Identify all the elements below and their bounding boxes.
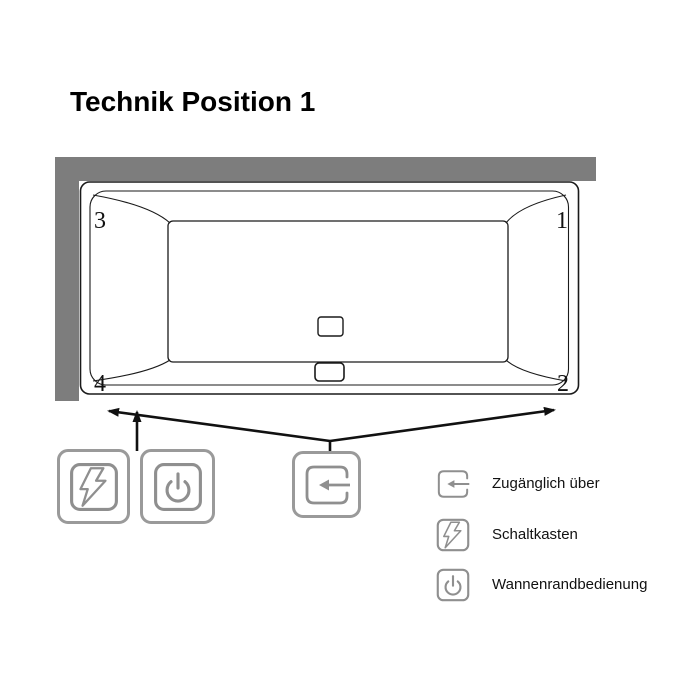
lightning-icon — [436, 518, 470, 552]
access-card — [292, 451, 361, 518]
drain — [317, 316, 344, 337]
legend-label: Schaltkasten — [492, 526, 578, 543]
bathtub — [79, 181, 580, 395]
page-title: Technik Position 1 — [70, 86, 316, 117]
arrow-to-corner-2 — [329, 406, 556, 443]
access-icon — [303, 461, 351, 509]
corner-number-top-left: 3 — [94, 208, 106, 234]
corner-number-bottom-left: 4 — [94, 371, 106, 397]
legend-item-access: Zugänglich über — [436, 466, 600, 501]
corner-number-top-right: 1 — [556, 208, 568, 234]
legend-label: Wannenrandbedienung — [492, 576, 648, 593]
corner-number-bottom-right: 2 — [557, 371, 569, 397]
pointer-arrows — [107, 406, 556, 452]
rim-control-card — [140, 449, 215, 524]
rim-fitting — [314, 362, 345, 382]
power-icon — [436, 568, 470, 602]
lightning-icon — [69, 462, 119, 512]
switch-box-card — [57, 449, 130, 524]
power-icon — [153, 462, 203, 512]
arrow-to-corner-4 — [107, 407, 331, 443]
access-icon — [436, 467, 470, 501]
legend-item-switch-box: Schaltkasten — [436, 517, 578, 552]
legend-item-rim-control: Wannenrandbedienung — [436, 567, 647, 602]
legend-label: Zugänglich über — [492, 475, 600, 492]
